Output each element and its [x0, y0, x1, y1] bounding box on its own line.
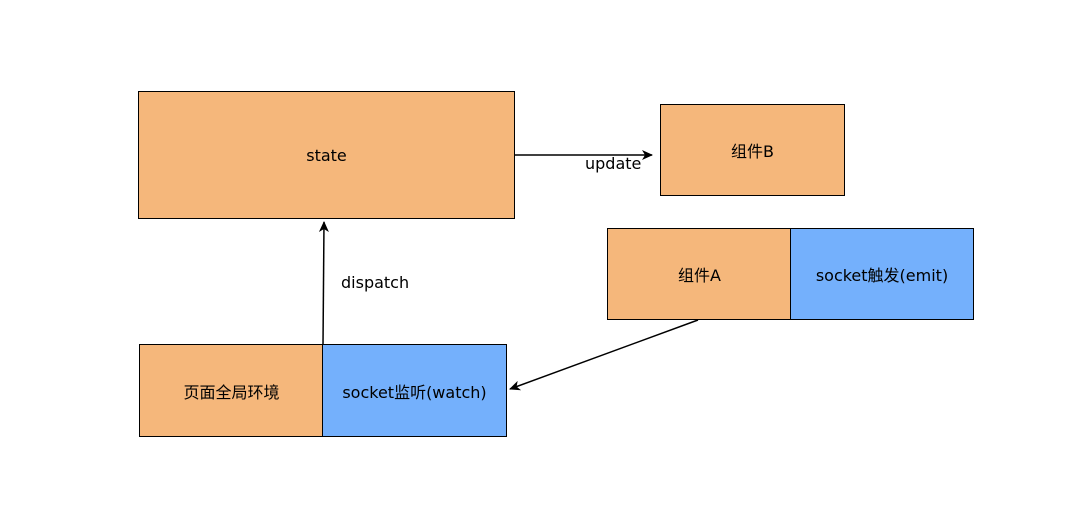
dispatch-edge-label: dispatch: [341, 273, 410, 292]
component-a-node: 组件A: [607, 228, 792, 320]
state-node-label: state: [306, 145, 347, 165]
global-env-label: 页面全局环境: [183, 382, 280, 402]
socket-emit-label: socket触发(emit): [815, 266, 949, 285]
socket-emit-node: socket触发(emit): [790, 228, 974, 320]
dispatch-arrow: [318, 221, 329, 346]
component-b-label: 组件B: [731, 142, 774, 161]
emit-to-watch-arrow: [509, 319, 699, 391]
component-b-node: 组件B: [660, 104, 845, 196]
state-node: state: [138, 91, 515, 219]
socket-watch-label: socket监听(watch): [342, 382, 487, 402]
update-edge-label: update: [585, 154, 642, 173]
global-env-node: 页面全局环境: [139, 344, 324, 437]
component-a-label: 组件A: [678, 266, 721, 285]
socket-watch-node: socket监听(watch): [322, 344, 507, 437]
